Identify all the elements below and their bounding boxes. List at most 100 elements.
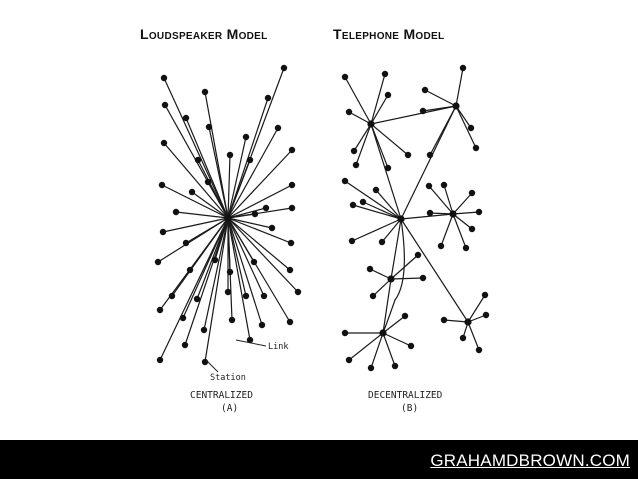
network-diagram: Link Station CENTRALIZED (A) DECENTRALIZ… xyxy=(154,64,490,414)
decentralized-link xyxy=(344,180,402,220)
decentralized-link xyxy=(351,218,402,242)
centralized-station xyxy=(168,292,176,300)
centralized-link xyxy=(227,217,291,323)
decentralized-station xyxy=(359,198,367,206)
link-label: Link xyxy=(268,342,288,352)
website-link[interactable]: GRAHAMDBROWN.COM xyxy=(430,451,630,470)
decentralized-station xyxy=(341,177,349,185)
decentralized-station xyxy=(425,182,433,190)
centralized-station xyxy=(264,94,272,102)
footer-bar: GRAHAMDBROWN.COM xyxy=(0,440,638,479)
decentralized-link xyxy=(455,67,464,107)
centralized-link xyxy=(227,217,263,326)
centralized-station xyxy=(228,316,236,324)
decentralized-station xyxy=(462,244,470,252)
decentralized-station xyxy=(437,242,445,250)
decentralized-station xyxy=(468,225,476,233)
decentralized-station xyxy=(426,209,434,217)
centralized-station xyxy=(246,336,254,344)
decentralized-link xyxy=(355,123,372,166)
loudspeaker-model-title: Loudspeaker Model xyxy=(140,26,268,42)
decentralized-station xyxy=(467,124,475,132)
centralized-station xyxy=(158,181,166,189)
centralized-link xyxy=(157,217,229,263)
decentralized-link xyxy=(370,123,409,156)
decentralized-station xyxy=(421,86,429,94)
decentralized-caption: DECENTRALIZED xyxy=(368,390,443,401)
centralized-station xyxy=(201,358,209,366)
decentralized-link xyxy=(452,211,480,215)
hub-link xyxy=(390,218,402,280)
decentralized-link xyxy=(382,315,406,334)
decentralized-station xyxy=(372,186,380,194)
decentralized-station xyxy=(384,91,392,99)
centralized-station xyxy=(246,156,254,164)
decentralized-link xyxy=(348,111,372,125)
centralized-station xyxy=(286,318,294,326)
centralized-station xyxy=(193,295,201,303)
centralized-station xyxy=(211,256,219,264)
decentralized-station xyxy=(401,312,409,320)
decentralized-link xyxy=(382,332,412,347)
decentralized-station xyxy=(407,342,415,350)
centralized-network xyxy=(154,64,302,366)
station-label: Station xyxy=(210,373,246,383)
decentralized-link xyxy=(455,105,477,149)
centralized-station xyxy=(200,326,208,334)
centralized-link xyxy=(184,217,229,346)
decentralized-station xyxy=(459,334,467,342)
decentralized-station xyxy=(440,316,448,324)
centralized-station xyxy=(182,239,190,247)
decentralized-link xyxy=(370,123,389,169)
hub-link xyxy=(370,105,457,125)
decentralized-network xyxy=(341,64,490,372)
centralized-station xyxy=(201,88,209,96)
centralized-station xyxy=(280,64,288,72)
decentralized-station xyxy=(345,108,353,116)
decentralized-station xyxy=(381,70,389,78)
decentralized-link xyxy=(369,268,392,280)
decentralized-link xyxy=(428,185,454,215)
centralized-link xyxy=(185,117,229,219)
centralized-station xyxy=(268,224,276,232)
centralized-station xyxy=(186,266,194,274)
centralized-station xyxy=(204,178,212,186)
centralized-station xyxy=(224,288,232,296)
decentralized-station xyxy=(440,181,448,189)
decentralized-station xyxy=(348,237,356,245)
centralized-link xyxy=(227,159,251,219)
decentralized-caption-letter: (B) xyxy=(401,403,418,414)
centralized-link xyxy=(162,217,229,233)
centralized-station xyxy=(274,124,282,132)
centralized-station xyxy=(159,228,167,236)
centralized-link xyxy=(227,184,293,219)
decentralized-station xyxy=(349,201,357,209)
decentralized-link xyxy=(382,332,396,367)
centralized-link xyxy=(191,191,229,219)
decentralized-station xyxy=(414,251,422,259)
decentralized-station xyxy=(459,64,467,72)
decentralized-station xyxy=(419,274,427,282)
decentralized-link xyxy=(375,189,402,220)
telephone-model-title: Telephone Model xyxy=(333,26,445,42)
centralized-station xyxy=(250,258,258,266)
decentralized-station xyxy=(472,144,480,152)
link-pointer xyxy=(235,339,267,347)
decentralized-station xyxy=(404,151,412,159)
centralized-station xyxy=(179,314,187,322)
decentralized-station xyxy=(345,356,353,364)
centralized-station xyxy=(288,146,296,154)
centralized-station xyxy=(286,266,294,274)
centralized-station xyxy=(260,292,268,300)
centralized-station xyxy=(251,210,259,218)
centralized-station xyxy=(161,101,169,109)
centralized-station xyxy=(188,188,196,196)
centralized-station xyxy=(205,123,213,131)
centralized-link xyxy=(227,217,299,293)
central-hub xyxy=(224,214,232,222)
decentralized-station xyxy=(352,161,360,169)
decentralized-station xyxy=(426,151,434,159)
decentralized-link xyxy=(370,73,386,125)
centralized-station xyxy=(294,288,302,296)
centralized-station xyxy=(160,74,168,82)
